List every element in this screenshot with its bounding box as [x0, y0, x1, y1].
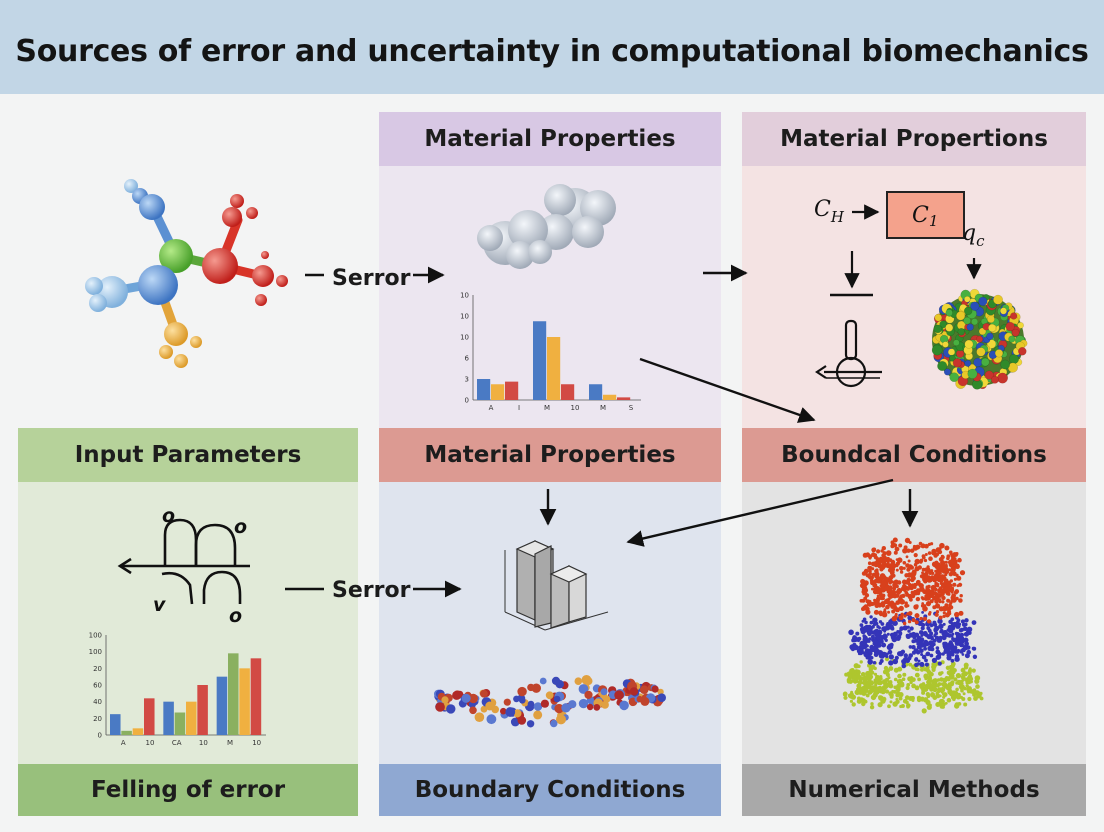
page-title: Sources of error and uncertainty in comp… [15, 34, 1089, 69]
serror-flow-bottom: Serror [285, 578, 462, 603]
chart-bar [250, 658, 262, 735]
arrow-to-block-chart [626, 478, 894, 547]
x-tick-label: 10 [199, 739, 208, 747]
chart-bar [228, 653, 239, 735]
chart-bar [239, 668, 250, 735]
x-tick-label: A [121, 739, 126, 747]
arrow-to-boundary-conditions [639, 357, 816, 423]
x-tick-label: I [518, 404, 520, 412]
block-chart-3d [504, 540, 609, 631]
polymer-chain-illustration [434, 675, 666, 728]
x-tick-label: M [227, 739, 233, 747]
chart-bar [197, 685, 208, 735]
y-tick-label: 100 [89, 632, 102, 640]
y-tick-label: 0 [98, 732, 102, 740]
cloud-molecule-illustration [477, 184, 616, 269]
formula-c-box: C [912, 203, 929, 228]
chart-bar [121, 730, 132, 735]
y-tick-label: 0 [465, 397, 469, 405]
svg-text:CH: CH [814, 197, 845, 226]
chart-bar [617, 397, 631, 400]
y-tick-label: 60 [93, 682, 102, 690]
title-banner: Sources of error and uncertainty in comp… [0, 0, 1104, 94]
x-tick-label: CA [172, 739, 182, 747]
y-tick-label: 3 [465, 376, 469, 384]
header-mid-right: Boundcal Conditions [742, 428, 1086, 482]
formula-c-h: C [814, 197, 831, 222]
symbol-o2: o [234, 516, 247, 538]
chart-bar [603, 394, 617, 400]
chart-bar [589, 384, 603, 400]
symbol-o1: o [162, 505, 175, 527]
y-tick-label: 10 [460, 313, 469, 321]
chart-bar [505, 381, 519, 400]
x-tick-label: S [629, 404, 634, 412]
y-tick-label: 10 [460, 334, 469, 342]
y-tick-label: 40 [93, 698, 102, 706]
y-tick-label: 100 [89, 648, 102, 656]
y-tick-label: 6 [465, 355, 470, 363]
header-top-right: Material Propertions [742, 112, 1086, 166]
chart-bar [186, 701, 197, 735]
chart-bar [110, 714, 121, 735]
protein-ring-stack-illustration [842, 537, 984, 714]
chart-bar [174, 712, 186, 735]
protein-sphere-illustration [931, 288, 1028, 390]
chart-bar [547, 337, 561, 400]
header-top-middle: Material Properties [379, 112, 721, 166]
x-tick-label: A [489, 404, 494, 412]
formula-q: q [962, 221, 976, 246]
header-bottom-left: Felling of error [18, 764, 358, 816]
formula-c-box-sub: 1 [929, 212, 939, 230]
chart-bar [561, 384, 575, 400]
chart-bar [144, 698, 155, 735]
y-tick-label: 10 [460, 292, 469, 300]
chart-bar [216, 676, 228, 735]
serror-label-top: Serror [332, 266, 411, 291]
svg-text:qc: qc [962, 221, 985, 250]
input-parameter-symbol: o o v o [117, 505, 250, 627]
formula-c-h-sub: H [830, 208, 845, 226]
chart-bar [477, 379, 491, 400]
symbol-v: v [153, 594, 166, 616]
serror-label-bottom: Serror [332, 578, 411, 603]
y-tick-label: 20 [93, 665, 102, 673]
x-tick-label: M [544, 404, 550, 412]
formula-diagram: CH C1 qc [814, 191, 985, 388]
y-tick-label: 20 [93, 715, 102, 723]
chart-bar [132, 728, 144, 735]
header-mid-middle: Material Properties [379, 428, 721, 482]
formula-q-sub: c [976, 232, 985, 250]
x-tick-label: 10 [252, 739, 261, 747]
chart-bar [163, 701, 174, 735]
svg-text:C1: C1 [912, 203, 938, 230]
chart-bar [491, 384, 505, 400]
molecule-illustration [85, 179, 288, 368]
chart-bar [533, 321, 547, 400]
serror-flow-top: Serror [305, 266, 445, 291]
symbol-o3: o [229, 605, 242, 627]
x-tick-label: M [600, 404, 606, 412]
header-mid-left: Input Parameters [18, 428, 358, 482]
header-bottom-right: Numerical Methods [742, 764, 1086, 816]
formula-box [886, 191, 965, 239]
x-tick-label: 10 [146, 739, 155, 747]
header-bottom-middle: Boundary Conditions [379, 764, 721, 816]
x-tick-label: 10 [571, 404, 580, 412]
